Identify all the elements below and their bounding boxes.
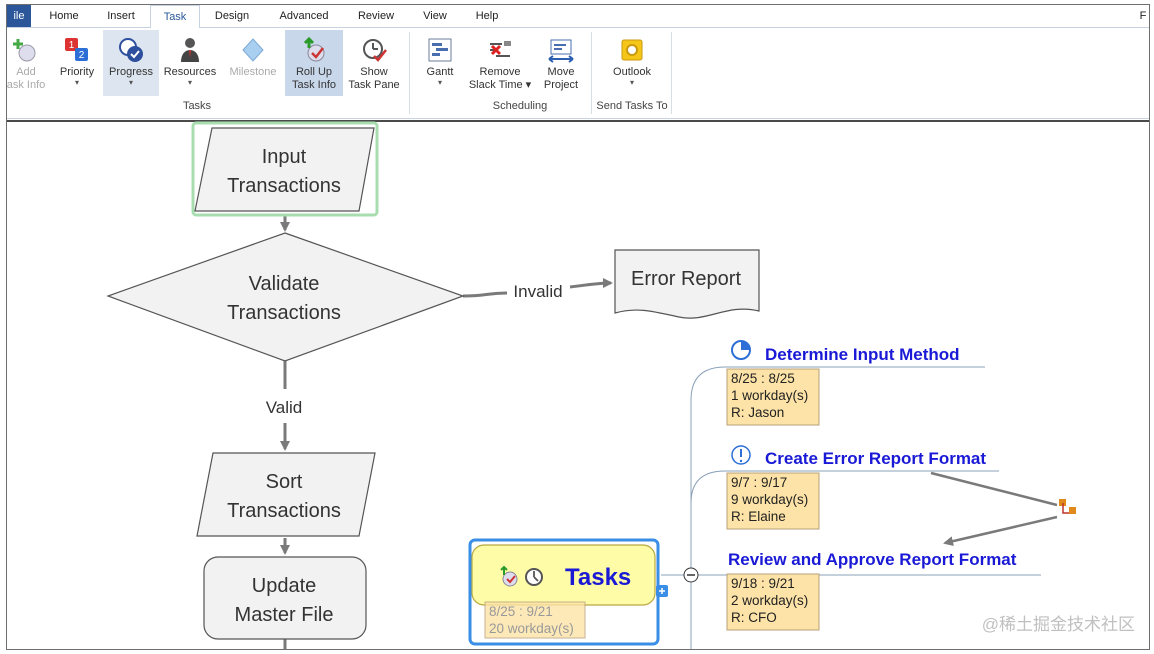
resources-icon xyxy=(181,38,199,62)
update-master-file-line1: Update xyxy=(252,575,317,597)
task-duration: 9 workday(s) xyxy=(731,492,808,507)
input-transactions-line1: Input xyxy=(262,146,307,168)
resources-button[interactable]: Resources ▾ xyxy=(161,30,219,96)
alert-icon xyxy=(731,445,751,465)
connector-label-valid: Valid xyxy=(266,398,303,417)
shape-validate-transactions[interactable]: Validate Transactions xyxy=(106,232,465,362)
tab-file[interactable]: ile xyxy=(7,5,31,27)
task-note xyxy=(726,573,820,631)
collapse-toggle[interactable] xyxy=(683,567,699,583)
task-determine-input-method[interactable]: Determine Input Method 8/25 : 8/25 1 wor… xyxy=(726,340,960,426)
move-project-icon xyxy=(548,39,574,63)
group-send-tasks-to-label: Send Tasks To xyxy=(596,100,668,112)
roll-up-task-info-button[interactable]: Roll Up Task Info xyxy=(285,30,343,96)
task-review-and-approve-report-format[interactable]: Review and Approve Report Format 9/18 : … xyxy=(726,550,1017,631)
update-master-file-line2: Master File xyxy=(235,604,334,626)
error-report-label: Error Report xyxy=(631,268,741,290)
milestone-icon xyxy=(242,38,264,62)
watermark: @稀土掘金技术社区 xyxy=(981,615,1135,634)
root-topic-title: Tasks xyxy=(565,564,631,591)
root-dates: 8/25 : 9/21 xyxy=(489,604,553,619)
add-task-info-button[interactable]: Add ask Info xyxy=(7,30,47,96)
task-pane-icon xyxy=(363,39,387,62)
tab-overflow-letter: F xyxy=(1139,10,1147,22)
shape-input-transactions[interactable]: Input Transactions xyxy=(191,121,379,217)
task-pane-icon xyxy=(525,568,543,586)
priority-icon: 12 xyxy=(65,38,88,61)
gantt-icon xyxy=(428,38,452,62)
sort-transactions-line1: Sort xyxy=(266,471,303,493)
milestone-button[interactable]: Milestone xyxy=(223,30,283,96)
flowchart-connectors xyxy=(280,216,613,649)
task-create-error-report-format[interactable]: Create Error Report Format 9/7 : 9/17 9 … xyxy=(726,445,986,530)
task-title: Create Error Report Format xyxy=(765,449,986,468)
root-note xyxy=(484,601,586,639)
task-dates: 9/7 : 9/17 xyxy=(731,475,787,490)
progress-button[interactable]: Progress ▾ xyxy=(103,30,159,96)
shape-update-master-file[interactable]: Update Master File xyxy=(203,556,367,640)
remove-slack-icon xyxy=(490,41,511,57)
tab-review[interactable]: Review xyxy=(357,10,395,22)
tab-advanced[interactable]: Advanced xyxy=(279,10,329,22)
task-duration: 2 workday(s) xyxy=(731,593,808,608)
task-title: Review and Approve Report Format xyxy=(728,550,1017,569)
root-topic-tasks[interactable]: Tasks 8/25 : 9/21 20 workday(s) xyxy=(468,538,668,646)
validate-transactions-line1: Validate xyxy=(249,273,320,295)
validate-transactions-line2: Transactions xyxy=(227,302,341,324)
relationship-icon[interactable] xyxy=(1059,499,1076,514)
add-topic-handle[interactable] xyxy=(656,585,668,597)
sort-transactions-line2: Transactions xyxy=(227,500,341,522)
workspace-divider xyxy=(7,120,1149,122)
tab-home[interactable]: Home xyxy=(49,10,79,22)
group-tasks-label: Tasks xyxy=(182,100,212,112)
task-resource: R: Elaine xyxy=(731,509,786,524)
svg-text:2: 2 xyxy=(79,50,85,61)
task-resource: R: CFO xyxy=(731,610,777,625)
add-task-info-icon xyxy=(13,39,36,62)
outlook-icon xyxy=(621,39,643,61)
task-note xyxy=(726,472,820,530)
svg-text:1: 1 xyxy=(69,40,75,51)
task-dates: 8/25 : 8/25 xyxy=(731,371,795,386)
connector-label-invalid: Invalid xyxy=(513,282,562,301)
gantt-button[interactable]: Gantt ▾ xyxy=(419,30,461,96)
group-scheduling-label: Scheduling xyxy=(492,100,548,112)
root-duration: 20 workday(s) xyxy=(489,621,574,636)
show-task-pane-button[interactable]: Show Task Pane xyxy=(345,30,403,96)
diagram-canvas[interactable]: Input Transactions Validate Transactions… xyxy=(7,5,1149,649)
shape-error-report[interactable]: Error Report xyxy=(614,249,760,319)
roll-up-icon xyxy=(500,565,518,587)
progress-icon xyxy=(119,38,143,62)
ribbon-separator xyxy=(671,32,672,114)
relationship-link xyxy=(930,471,1058,547)
tab-help[interactable]: Help xyxy=(475,10,499,22)
shape-sort-transactions[interactable]: Sort Transactions xyxy=(196,452,376,537)
outlook-button[interactable]: Outlook ▾ xyxy=(603,30,661,96)
remove-slack-time-button[interactable]: Remove Slack Time ▾ xyxy=(465,30,535,96)
task-resource: R: Jason xyxy=(731,405,784,420)
task-note xyxy=(726,368,820,426)
tab-view[interactable]: View xyxy=(423,10,447,22)
task-duration: 1 workday(s) xyxy=(731,388,808,403)
mindmap-branch-lines xyxy=(661,366,1041,649)
task-dates: 9/18 : 9/21 xyxy=(731,576,795,591)
tab-design[interactable]: Design xyxy=(214,10,250,22)
input-transactions-line2: Transactions xyxy=(227,175,341,197)
ribbon-separator xyxy=(591,32,592,114)
move-project-button[interactable]: Move Project xyxy=(539,30,583,96)
ribbon-separator xyxy=(409,32,410,114)
progress-pie-icon xyxy=(731,340,751,360)
task-title: Determine Input Method xyxy=(765,345,960,364)
application-window: ile Home Insert Task Design Advanced Rev… xyxy=(6,4,1150,650)
roll-up-icon xyxy=(303,36,325,62)
tab-insert[interactable]: Insert xyxy=(107,10,135,22)
